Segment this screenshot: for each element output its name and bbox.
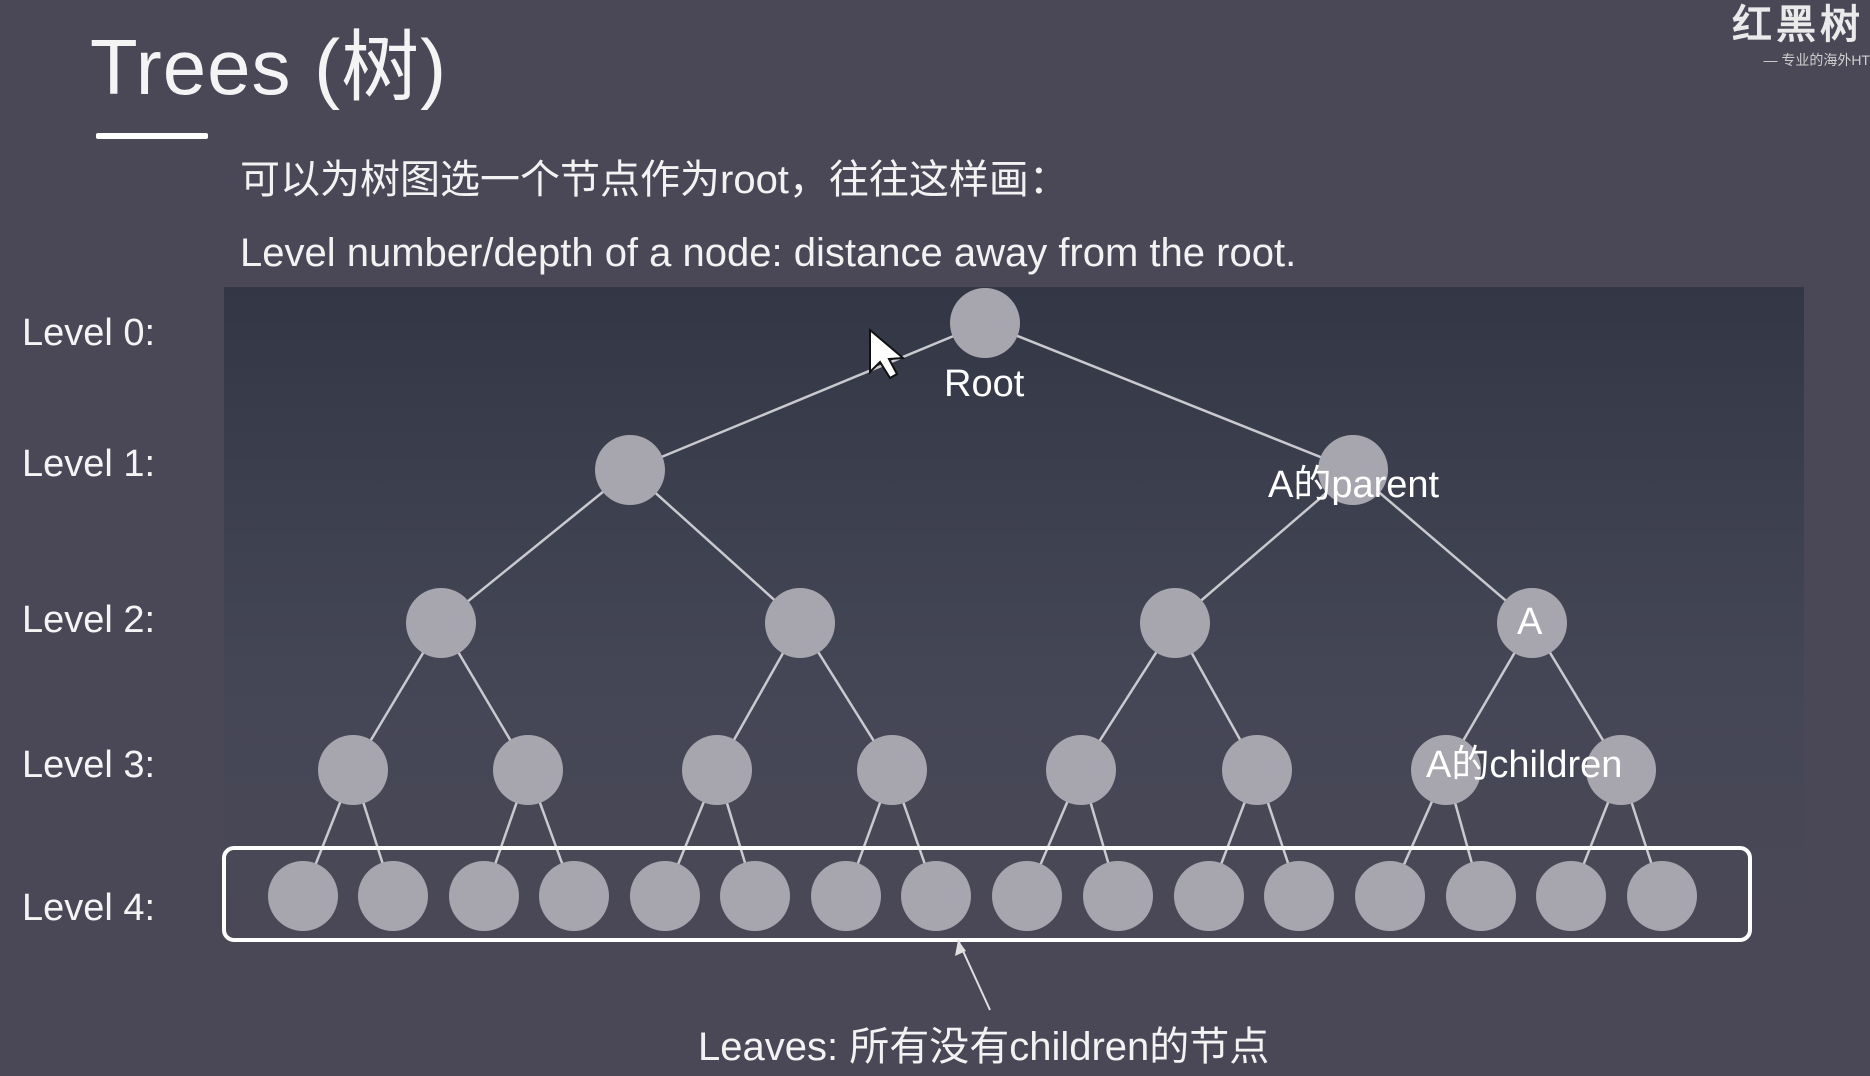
level-label-0: Level 0: [22,312,156,354]
leaf-node [1174,861,1244,931]
leaf-node [901,861,971,931]
root-node [950,288,1020,358]
tree-node [682,735,752,805]
tree-edge [629,321,986,472]
brand-logo: 红黑树 — 专业的海外HT [1730,0,1870,80]
a-parent-label: A的parent [1268,464,1440,506]
tree-node [406,588,476,658]
tree-node [1497,588,1567,658]
tree-node [318,735,388,805]
leaf-node [1355,861,1425,931]
mouse-cursor-icon [869,327,906,380]
leaf-node [539,861,609,931]
leaves-arrow-head [955,940,966,956]
title-underline [96,133,208,139]
tree-node [765,588,835,658]
leaf-node [720,861,790,931]
tree-node [1411,735,1481,805]
tree-node [595,435,665,505]
tree-node [1140,588,1210,658]
page-title: Trees (树) [90,23,448,111]
leaf-node [268,861,338,931]
tree-node [1046,735,1116,805]
leaf-node [992,861,1062,931]
leaf-node [1446,861,1516,931]
tree-edge [984,321,1354,472]
leaf-node [1627,861,1697,931]
level-label-3: Level 3: [22,744,156,786]
nodes-layer [268,288,1697,931]
leaf-node [449,861,519,931]
leaf-node [811,861,881,931]
level-label-2: Level 2: [22,599,156,641]
leaves-highlight-box [222,846,1752,942]
tree-edge [1352,469,1533,624]
level-label-1: Level 1: [22,443,156,485]
tree-node [1222,735,1292,805]
tree-node [493,735,563,805]
leaf-node [1083,861,1153,931]
tree-edge [629,469,801,624]
brand-name: 红黑树 [1732,3,1864,47]
a-children-label: A的children [1426,744,1623,786]
definition-text: Level number/depth of a node: distance a… [240,231,1297,275]
level-label-4: Level 4: [22,887,156,929]
intro-text: 可以为树图选一个节点作为root，往往这样画： [240,158,1069,202]
leaf-node [358,861,428,931]
brand-tagline: — 专业的海外HT [1763,52,1870,68]
tree-node [857,735,927,805]
leaf-node [1264,861,1334,931]
a-label: A [1517,601,1543,643]
root-label: Root [944,363,1025,405]
tree-node [1586,735,1656,805]
tree-node [1318,435,1388,505]
tree-edge [1174,469,1354,624]
leaf-node [630,861,700,931]
tree-edge [440,469,631,624]
leaves-caption: Leaves: 所有没有children的节点 [698,1025,1270,1069]
leaf-node [1536,861,1606,931]
